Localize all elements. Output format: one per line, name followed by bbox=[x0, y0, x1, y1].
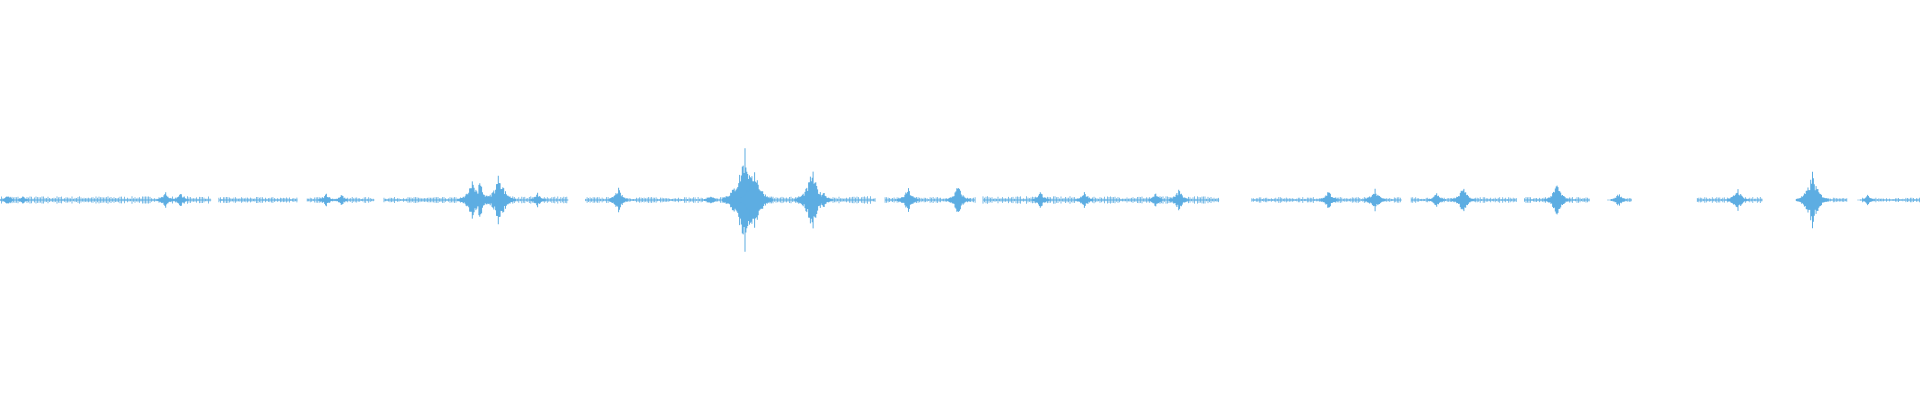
waveform-peak bbox=[1316, 192, 1341, 208]
waveform-peak bbox=[169, 194, 192, 206]
waveform-segment-body bbox=[218, 197, 298, 203]
waveform-peak bbox=[1424, 193, 1448, 207]
waveform-peak bbox=[1795, 171, 1830, 229]
waveform-peak bbox=[1144, 193, 1168, 207]
waveform-peak bbox=[526, 192, 549, 208]
waveform-peak bbox=[1449, 188, 1477, 212]
waveform-peak bbox=[812, 193, 835, 207]
waveform-peak bbox=[699, 196, 722, 204]
waveform-peak bbox=[1362, 188, 1388, 212]
waveform-peak bbox=[12, 196, 34, 204]
waveform-peak bbox=[1857, 194, 1879, 206]
waveform-peak bbox=[605, 187, 631, 213]
waveform-peak bbox=[1543, 185, 1572, 215]
waveform-peak bbox=[1607, 194, 1630, 206]
waveform-peak bbox=[1724, 189, 1751, 211]
waveform-peak bbox=[1166, 189, 1191, 211]
waveform-peak bbox=[736, 172, 774, 228]
waveform-peak bbox=[330, 195, 353, 205]
waveform-peak bbox=[1029, 192, 1052, 208]
waveform-peak bbox=[944, 188, 971, 212]
waveform-peak bbox=[482, 175, 516, 225]
waveform-peak bbox=[895, 188, 921, 212]
waveform-peak bbox=[1073, 192, 1096, 208]
